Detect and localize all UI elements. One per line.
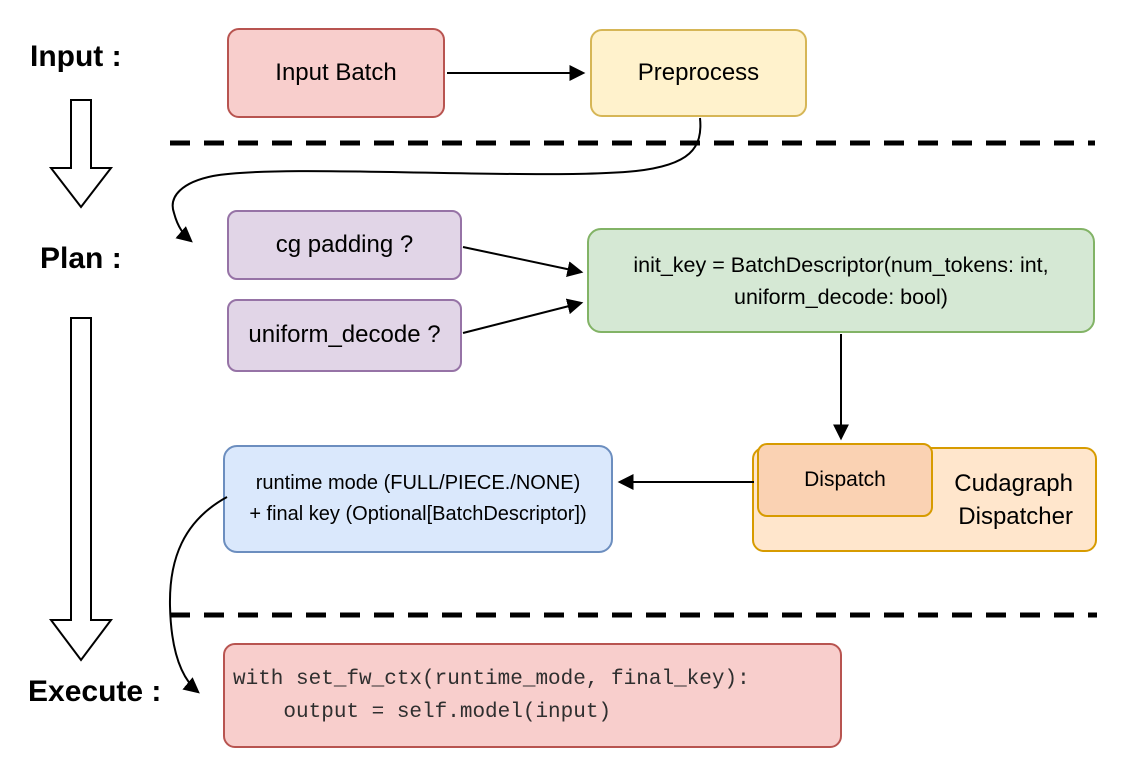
node-runtime-mode: runtime mode (FULL/PIECE./NONE) + final … <box>223 445 613 553</box>
node-runtime-mode-line1: runtime mode (FULL/PIECE./NONE) <box>255 472 581 494</box>
node-init-key: init_key = BatchDescriptor(num_tokens: i… <box>587 228 1095 333</box>
node-input-batch: Input Batch <box>227 28 445 118</box>
node-execute-code-line1: with set_fw_ctx(runtime_mode, final_key)… <box>233 667 750 691</box>
node-input-batch-label: Input Batch <box>275 58 397 86</box>
node-runtime-mode-line2: + final key (Optional[BatchDescriptor]) <box>249 503 587 525</box>
node-cg-padding-label: cg padding ? <box>275 230 414 258</box>
node-execute-code: with set_fw_ctx(runtime_mode, final_key)… <box>223 643 842 748</box>
edge-uniformdecode-to-initkey <box>462 298 584 334</box>
node-uniform-decode-label: uniform_decode ? <box>248 321 441 349</box>
node-init-key-line2: uniform_decode: bool) <box>734 284 948 309</box>
node-cudagraph-line1: Cudagraph <box>954 469 1073 497</box>
plan-stage-down-arrow <box>49 317 113 662</box>
edge-cgpadding-to-initkey <box>462 246 584 278</box>
edge-runtimemode-to-executecode <box>168 496 228 694</box>
node-init-key-line1: init_key = BatchDescriptor(num_tokens: i… <box>633 252 1049 277</box>
node-cg-padding: cg padding ? <box>227 210 462 280</box>
node-cudagraph-line2: Dispatcher <box>958 502 1073 530</box>
node-preprocess: Preprocess <box>590 29 807 117</box>
node-dispatch: Dispatch <box>757 443 933 517</box>
input-stage-down-arrow <box>48 99 114 209</box>
node-preprocess-label: Preprocess <box>637 58 760 86</box>
stage-label-input: Input : <box>30 40 122 73</box>
node-dispatch-label: Dispatch <box>804 467 886 491</box>
stage-label-plan: Plan : <box>40 242 122 275</box>
node-uniform-decode: uniform_decode ? <box>227 299 462 372</box>
node-execute-code-line2: output = self.model(input) <box>233 700 612 724</box>
stage-label-execute: Execute : <box>28 675 162 708</box>
